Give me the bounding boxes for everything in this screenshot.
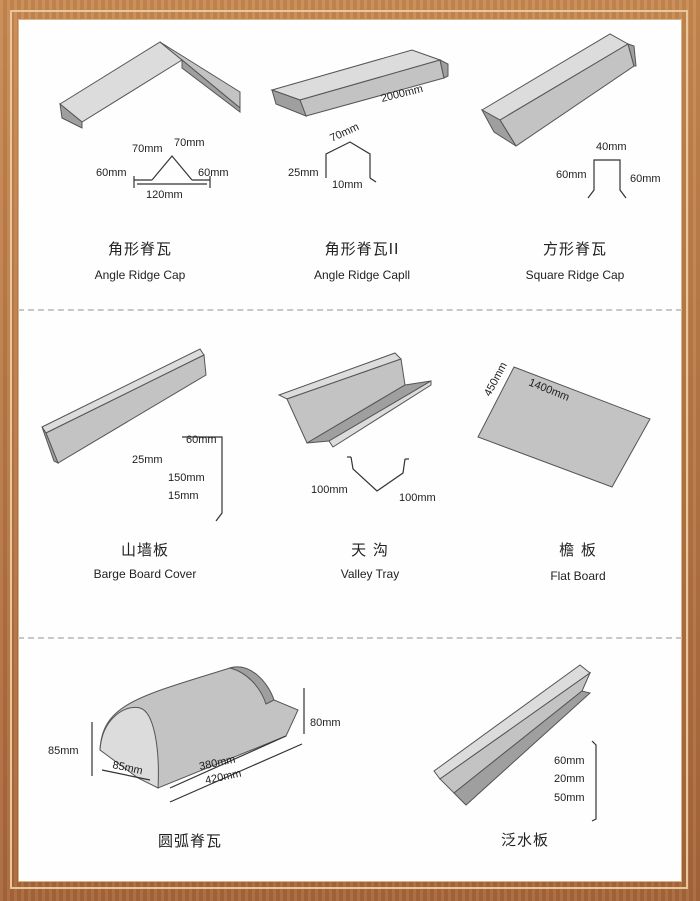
angle-ridge-cap-ii-drawing: 2000mm 70mm 25mm 10mm <box>270 49 449 191</box>
product-name-en: Angle Ridge Cap <box>94 268 186 282</box>
barge-board-cover-drawing: 60mm 25mm 150mm 15mm <box>41 348 223 522</box>
dim-label: 85mm <box>48 745 79 757</box>
product-angle-ridge-cap: 70mm 70mm 60mm 120mm 60mm 角形脊瓦 Angle Rid… <box>40 30 241 290</box>
product-name-en: Valley Tray <box>340 567 400 581</box>
dim-label: 70mm <box>174 137 205 149</box>
flat-board-drawing: 1400mm 450mm <box>477 360 651 488</box>
dim-label: 100mm <box>399 492 436 504</box>
flashing-drawing: 60mm 20mm 50mm <box>433 664 597 822</box>
dim-label: 60mm <box>556 169 587 181</box>
product-name-cn: 角形脊瓦II <box>324 240 400 258</box>
frame-inner-border <box>10 10 688 889</box>
valley-tray-drawing: 100mm 100mm <box>277 352 436 504</box>
product-name-en: Flat Board <box>550 569 606 583</box>
dim-label: 70mm <box>132 143 163 155</box>
product-name-en: Barge Board Cover <box>93 567 197 581</box>
product-flashing: 60mm 20mm 50mm 泛水板 <box>430 664 680 875</box>
dim-label: 70mm <box>328 121 361 145</box>
dim-label: 10mm <box>332 179 363 191</box>
dim-label: 60mm <box>96 167 127 179</box>
dim-label: 100mm <box>311 484 348 496</box>
product-name-cn: 山墙板 <box>120 541 169 559</box>
product-round-ridge-cap: 85mm 85mm 380mm 420mm 80mm 圆弧脊瓦 <box>40 660 370 870</box>
product-valley-tray: 100mm 100mm 天 沟 Valley Tray <box>275 345 465 595</box>
product-name-en: Angle Ridge Capll <box>313 268 411 282</box>
square-ridge-cap-drawing: 40mm 60mm 60mm <box>480 33 661 199</box>
product-angle-ridge-cap-ii: 2000mm 70mm 25mm 10mm 角形脊瓦II Angle Ridge… <box>262 30 462 290</box>
dim-label: 50mm <box>554 792 585 804</box>
product-name-en: Square Ridge Cap <box>525 268 625 282</box>
product-name-cn: 角形脊瓦 <box>107 240 172 258</box>
product-name-cn: 泛水板 <box>500 831 549 849</box>
dim-label: 150mm <box>168 472 205 484</box>
dim-label: 25mm <box>132 454 163 466</box>
dim-label: 60mm <box>554 755 585 767</box>
product-name-cn: 圆弧脊瓦 <box>157 832 222 850</box>
dim-label: 60mm <box>630 173 661 185</box>
row-divider-2 <box>18 637 682 639</box>
product-name-cn: 檐 板 <box>559 541 597 559</box>
dim-label: 80mm <box>310 717 341 729</box>
dim-label: 120mm <box>146 189 183 201</box>
angle-ridge-cap-drawing: 70mm 70mm 60mm 120mm 60mm <box>59 41 241 201</box>
dim-label: 40mm <box>596 141 627 153</box>
dim-label: 60mm <box>198 167 229 179</box>
round-ridge-cap-drawing: 85mm 85mm 380mm 420mm 80mm <box>48 666 341 803</box>
product-flat-board: 1400mm 450mm 檐 板 Flat Board <box>477 345 678 595</box>
dim-label: 25mm <box>288 167 319 179</box>
dim-label: 60mm <box>186 434 217 446</box>
product-square-ridge-cap: 40mm 60mm 60mm 方形脊瓦 Square Ridge Cap <box>470 30 680 290</box>
product-name-cn: 天 沟 <box>351 541 389 559</box>
dim-label: 20mm <box>554 773 585 785</box>
row-divider-1 <box>18 309 682 311</box>
product-name-cn: 方形脊瓦 <box>542 240 607 258</box>
product-barge-board-cover: 60mm 25mm 150mm 15mm 山墙板 Barge Board Cov… <box>40 345 250 595</box>
dim-label: 15mm <box>168 490 199 502</box>
